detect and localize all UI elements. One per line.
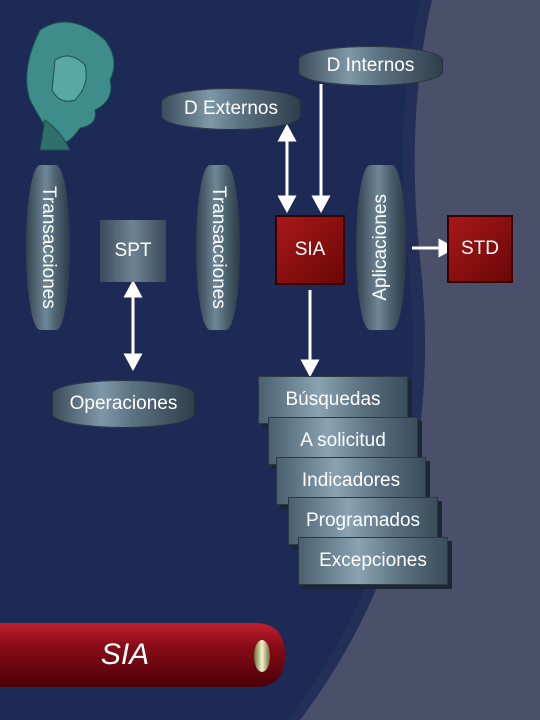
aplicaciones-label: Aplicaciones xyxy=(370,194,391,301)
std-label: STD xyxy=(461,238,499,259)
stack-item-label: Excepciones xyxy=(319,550,427,571)
transacciones-left-node: Transacciones xyxy=(26,165,70,330)
operaciones-node: Operaciones xyxy=(52,380,195,428)
banner-sia-label: SIA xyxy=(100,638,150,671)
d-externos-label: D Externos xyxy=(184,98,278,119)
sia-label: SIA xyxy=(294,239,326,260)
stack-item-label: Programados xyxy=(305,510,421,531)
transacciones-mid-node: Transacciones xyxy=(196,165,240,330)
banner-sia: SIA xyxy=(60,628,190,682)
sia-node: SIA xyxy=(275,215,345,285)
transacciones-left-label: Transacciones xyxy=(38,186,59,309)
d-externos-node: D Externos xyxy=(161,88,301,130)
stack-item-label: A solicitud xyxy=(300,430,386,451)
d-internos-label: D Internos xyxy=(326,55,415,76)
operaciones-label: Operaciones xyxy=(69,393,178,414)
stack-item-label: Búsquedas xyxy=(285,389,381,410)
std-node: STD xyxy=(447,215,513,283)
spt-node: SPT xyxy=(100,220,166,282)
statue-icon xyxy=(26,21,115,151)
d-internos-node: D Internos xyxy=(298,46,443,86)
spt-label: SPT xyxy=(114,240,152,261)
transacciones-mid-label: Transacciones xyxy=(208,186,229,309)
aplicaciones-node: Aplicaciones xyxy=(356,165,406,330)
stack-item-label: Indicadores xyxy=(301,470,401,491)
stack-item-excepciones: Excepciones xyxy=(298,537,448,585)
